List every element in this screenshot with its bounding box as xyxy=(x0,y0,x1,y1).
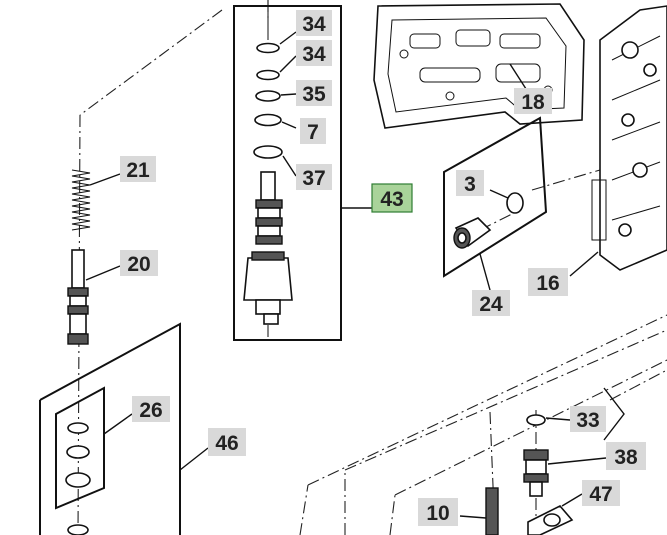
callout-33: 33 xyxy=(570,406,606,432)
callout-label: 26 xyxy=(139,399,162,422)
valve-body-housing-16 xyxy=(569,5,667,277)
callout-label: 10 xyxy=(426,502,449,525)
callout-34-upper: 34 xyxy=(296,10,332,36)
valve-seal-rings xyxy=(253,42,283,159)
callout-label: 21 xyxy=(126,159,150,182)
check-valve xyxy=(453,189,524,249)
callout-10: 10 xyxy=(418,498,458,526)
callout-label: 34 xyxy=(302,43,326,66)
callout-18: 18 xyxy=(514,88,552,114)
part-47 xyxy=(527,493,583,535)
solenoid-valve xyxy=(243,0,293,325)
callout-47: 47 xyxy=(582,480,620,506)
callout-20: 20 xyxy=(120,250,158,276)
callout-label: 38 xyxy=(614,446,638,469)
callout-46: 46 xyxy=(208,428,246,456)
callout-24: 24 xyxy=(472,290,510,316)
callout-label: 20 xyxy=(127,253,150,276)
gasket-plate-18 xyxy=(373,3,585,129)
callout-37: 37 xyxy=(296,164,332,190)
callout-label: 35 xyxy=(302,83,326,106)
callout-3: 3 xyxy=(456,170,484,196)
assembly-frame-24 xyxy=(443,116,548,291)
spring-21 xyxy=(71,169,121,231)
callout-label: 18 xyxy=(521,91,545,114)
callout-label: 37 xyxy=(302,167,325,190)
center-lines xyxy=(77,0,667,535)
assembly-frame-46 xyxy=(39,322,209,535)
callout-label: 16 xyxy=(536,272,559,295)
callout-label: 47 xyxy=(589,483,612,506)
assembly-frame-43 xyxy=(233,5,372,341)
assembly-frame-26 xyxy=(55,386,133,510)
spring-10 xyxy=(459,487,499,535)
fitting-38 xyxy=(523,449,607,497)
seal-rings-26 xyxy=(65,422,91,535)
leaders-frame-43 xyxy=(279,31,297,177)
callout-38: 38 xyxy=(606,442,646,470)
callout-label: 43 xyxy=(380,188,403,211)
callout-label: 34 xyxy=(302,13,326,36)
callout-35: 35 xyxy=(296,80,332,106)
seal-ring-33 xyxy=(526,387,625,441)
callout-34-lower: 34 xyxy=(296,40,332,66)
callout-label: 7 xyxy=(307,121,319,144)
callout-16: 16 xyxy=(528,268,568,296)
callout-7: 7 xyxy=(300,118,326,144)
callout-21: 21 xyxy=(120,156,156,182)
callout-label: 3 xyxy=(464,173,476,196)
callout-43: 43 xyxy=(371,183,413,213)
callout-label: 33 xyxy=(576,409,599,432)
callout-label: 24 xyxy=(479,293,503,316)
callout-label: 46 xyxy=(215,432,238,455)
callout-26: 26 xyxy=(132,396,170,422)
plunger-20 xyxy=(67,249,121,345)
